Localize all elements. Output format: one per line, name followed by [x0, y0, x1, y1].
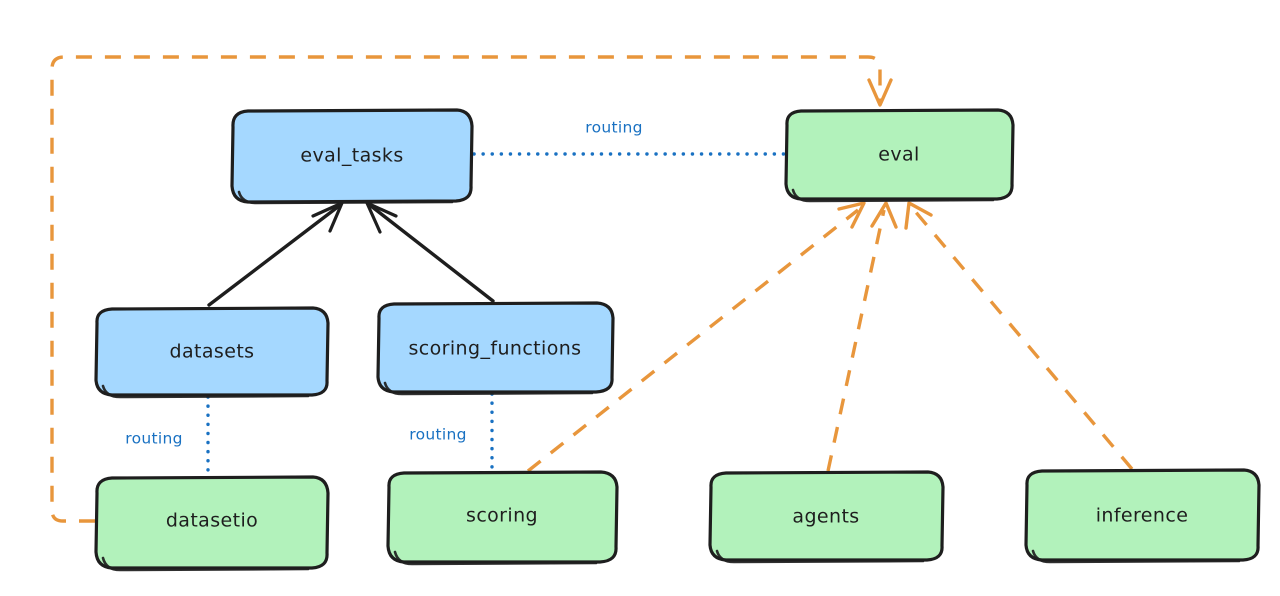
node-label-scoring-functions: scoring_functions [409, 338, 582, 360]
edge-label-routing-top: routing [585, 119, 643, 137]
node-eval[interactable]: eval [784, 108, 1015, 203]
edge-label-routing-scoring-functions: routing [409, 426, 467, 444]
edge-scoring-to-eval[interactable] [526, 201, 866, 473]
edge-group-dependency [50, 55, 1134, 523]
node-scoring-functions[interactable]: scoring_functions [376, 301, 615, 396]
edge-datasets-to-eval-tasks[interactable] [207, 201, 344, 307]
edge-agents-to-eval[interactable] [826, 201, 898, 472]
node-label-eval: eval [878, 144, 919, 166]
node-label-scoring: scoring [466, 505, 538, 527]
edge-inference-to-eval[interactable] [904, 201, 1134, 471]
node-label-agents: agents [792, 506, 859, 528]
node-eval-tasks[interactable]: eval_tasks [230, 108, 474, 205]
node-inference[interactable]: inference [1024, 468, 1261, 564]
node-agents[interactable]: agents [708, 470, 945, 564]
node-datasetio[interactable]: datasetio [94, 475, 330, 572]
node-label-datasetio: datasetio [166, 510, 258, 532]
edge-group-routing: routing routing routing [125, 119, 787, 478]
edge-group-solid [207, 201, 495, 307]
edge-scoring-functions-to-eval-tasks[interactable] [365, 201, 495, 303]
node-datasets[interactable]: datasets [94, 306, 330, 399]
edge-label-routing-datasets: routing [125, 430, 183, 448]
node-group: eval_tasks eval datasets scoring_functio… [94, 108, 1261, 572]
node-label-datasets: datasets [170, 341, 255, 363]
node-label-eval-tasks: eval_tasks [300, 145, 403, 167]
edge-datasetio-to-eval[interactable] [50, 55, 893, 523]
node-label-inference: inference [1096, 505, 1189, 527]
node-scoring[interactable]: scoring [386, 470, 619, 566]
